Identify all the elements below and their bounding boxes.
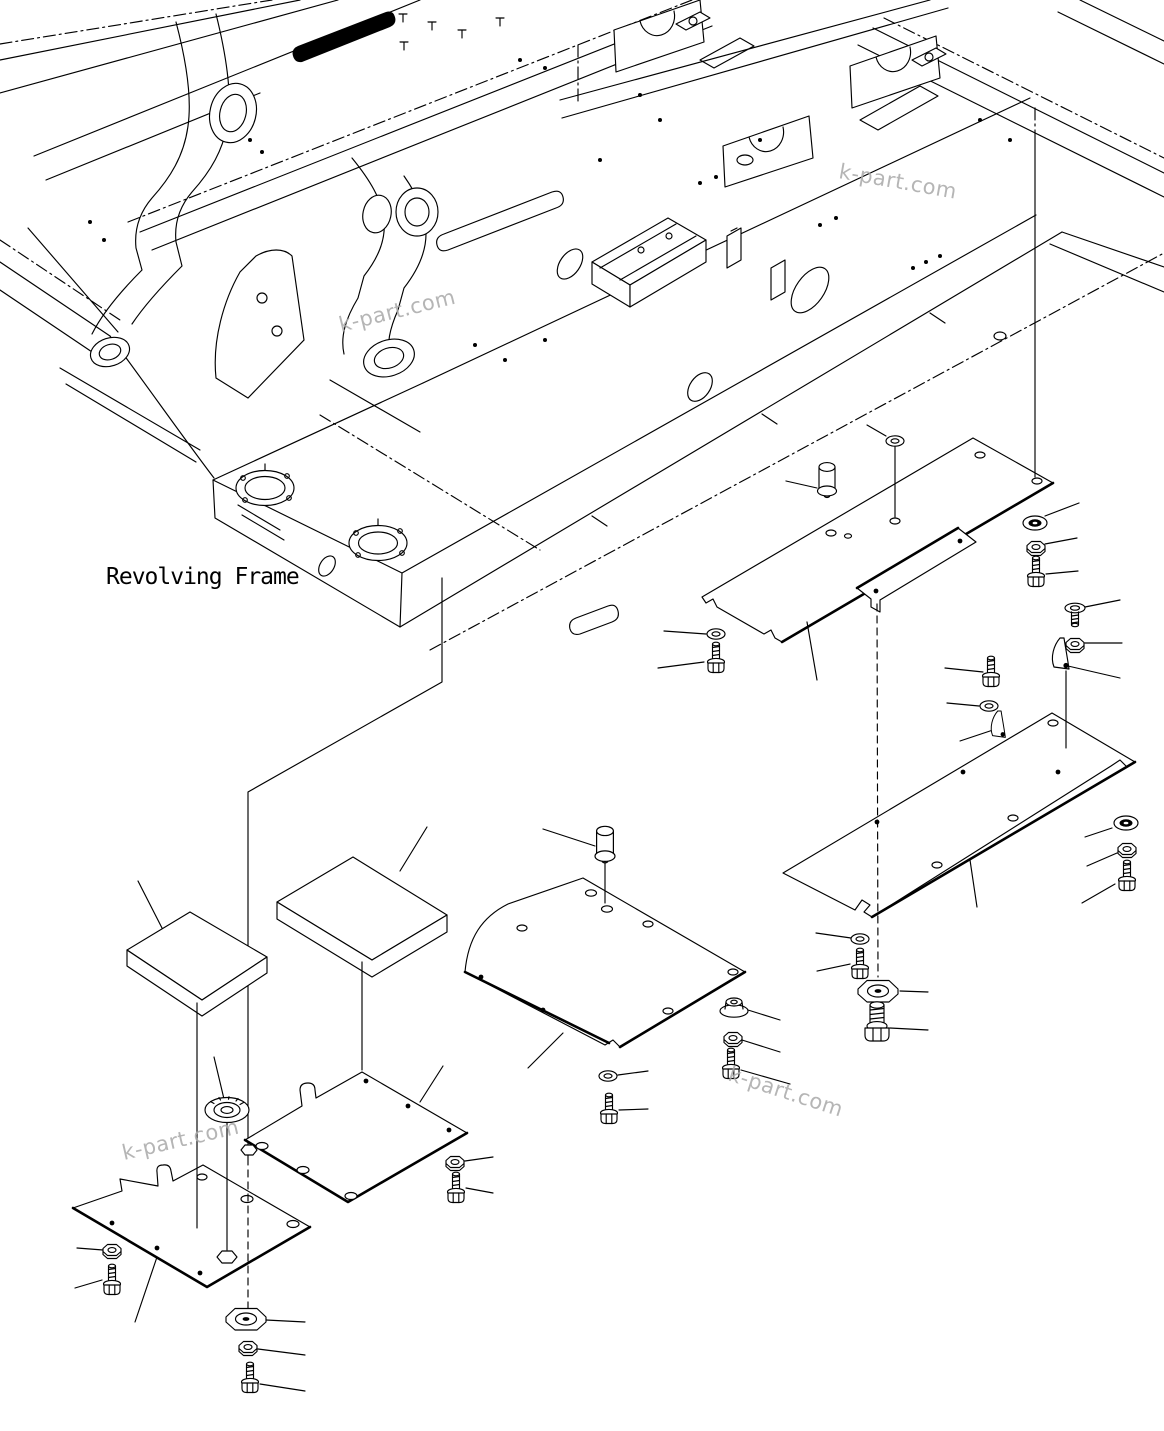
hex-bolt [1117,859,1137,892]
hex-bolt [706,641,726,674]
cover-plate-center [463,877,747,1049]
hex-nut [723,1031,743,1048]
cover-pad-left [126,911,268,1017]
flanged-nut [719,997,749,1018]
revolving-frame-drawing [0,0,1164,651]
hex-bolt [1026,555,1046,588]
cover-plate-left-rear [240,1071,469,1204]
flat-washer [850,933,870,945]
flat-washer [979,700,999,712]
watermark-text: k-part.com [120,1115,242,1165]
swing-machinery-deck [212,382,424,628]
hex-nut [102,1243,122,1260]
flanged-washer [1022,515,1048,531]
large-hex-bolt [864,1001,890,1042]
cover-pad-right [276,856,448,978]
flat-washer [598,1070,618,1082]
hex-nut [1065,637,1085,654]
watermark-text: k-part.com [725,1062,846,1122]
plug-pin [594,825,616,864]
hex-bolt [850,947,870,980]
access-cover-small [855,526,977,613]
watermark-text: k-part.com [336,285,458,337]
hex-nut [238,1340,258,1357]
cover-plate-long-upper [701,437,1055,644]
flat-washer [706,628,726,640]
hex-nut [1026,540,1046,557]
leader-lines [74,139,1123,1392]
cover-plates [71,437,1137,1289]
frame-rails [0,0,1164,651]
flanged-collar [225,1307,267,1331]
boom-mount-bracket [59,13,439,463]
hex-bolt [446,1171,466,1204]
hex-bolt [981,655,1001,688]
watermark-text: k-part.com [837,159,959,203]
flat-head-bolt [1064,602,1086,628]
flanged-collar [857,979,899,1003]
wing-shim [990,710,1006,738]
hex-bolt [102,1263,122,1296]
cover-plate-long-lower [782,712,1137,919]
hex-nut [445,1155,465,1172]
hex-bolt [240,1361,260,1394]
cover-plate-left-front [71,1164,312,1289]
flanged-washer [1113,815,1139,831]
flat-washer [885,435,905,447]
plug-pin [816,462,838,499]
hex-bolt [599,1092,619,1125]
frame-label: Revolving Frame [106,564,299,590]
deck-details [88,0,1036,636]
hex-nut [1117,842,1137,859]
